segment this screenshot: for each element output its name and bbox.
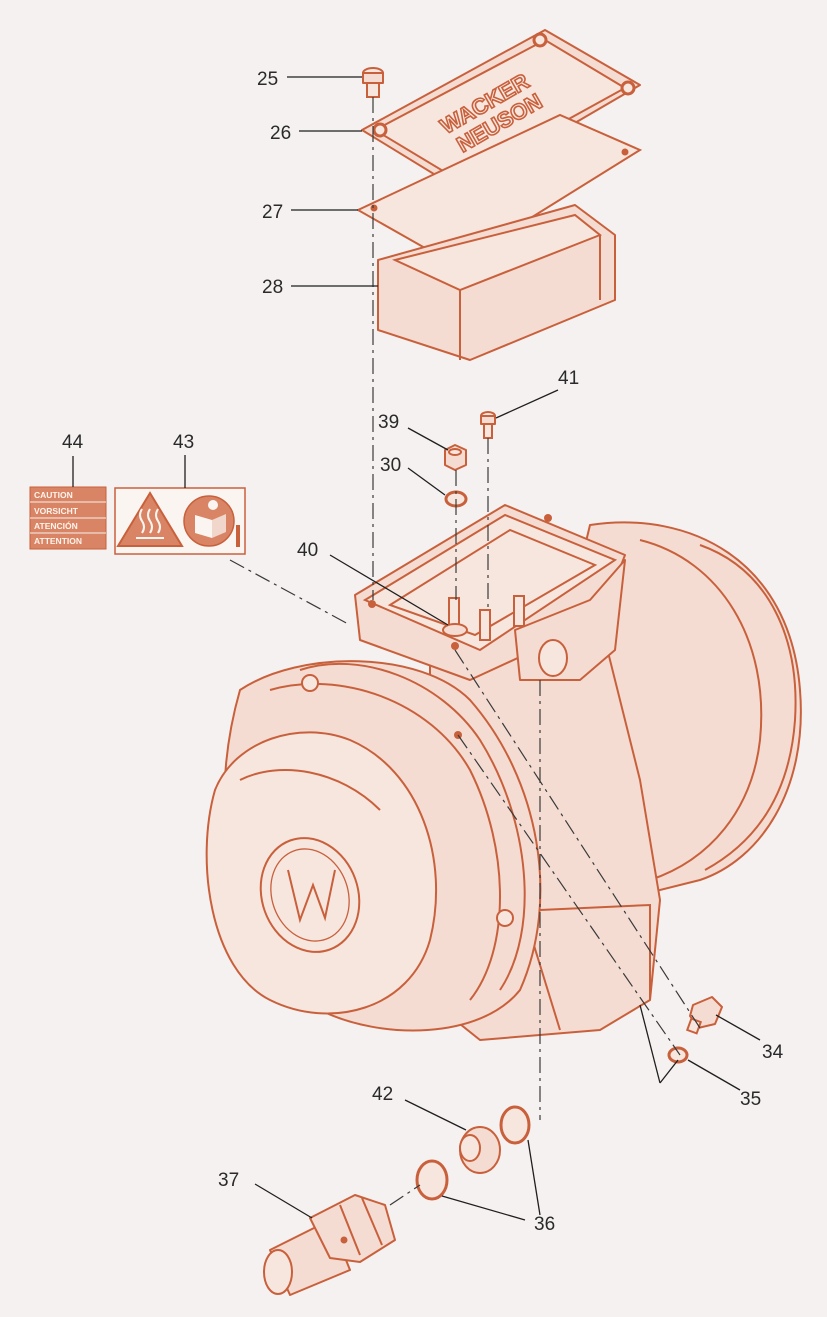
callout-44: 44 xyxy=(62,432,84,453)
callout-34: 34 xyxy=(762,1042,784,1063)
callout-39: 39 xyxy=(378,412,399,433)
svg-text:CAUTION: CAUTION xyxy=(34,490,73,500)
callout-36: 36 xyxy=(534,1214,555,1235)
warning-decal-44: CAUTION VORSICHT ATENCIÓN ATTENTION xyxy=(29,486,107,550)
motor-housing xyxy=(205,504,802,1041)
hot-surface-decal-43 xyxy=(114,487,246,555)
hot-surface-warning-icon xyxy=(116,491,184,547)
hose-fitting-37 xyxy=(263,1194,396,1296)
callout-40: 40 xyxy=(297,540,318,561)
callout-42: 42 xyxy=(372,1084,393,1105)
read-manual-icon xyxy=(183,495,235,547)
callout-37: 37 xyxy=(218,1170,239,1191)
bushing-42 xyxy=(459,1126,501,1174)
alignment-lines xyxy=(229,97,701,1206)
screw-25 xyxy=(362,67,384,98)
callout-43: 43 xyxy=(173,432,194,453)
callout-labels: 25 26 27 28 41 39 30 40 44 43 34 35 42 3… xyxy=(62,69,784,1235)
seal-ring-36a xyxy=(499,1105,531,1145)
terminal-studs xyxy=(442,595,525,641)
callout-35: 35 xyxy=(740,1089,761,1110)
callout-30: 30 xyxy=(380,455,401,476)
callout-26: 26 xyxy=(270,123,291,144)
callout-25: 25 xyxy=(257,69,278,90)
svg-text:ATENCIÓN: ATENCIÓN xyxy=(34,520,78,531)
terminal-box-frame xyxy=(377,204,616,361)
svg-text:ATTENTION: ATTENTION xyxy=(34,536,82,546)
callout-41: 41 xyxy=(558,368,579,389)
screw-41 xyxy=(480,411,496,439)
seal-ring-36b xyxy=(415,1159,449,1201)
svg-text:VORSICHT: VORSICHT xyxy=(34,506,79,516)
washer-35 xyxy=(667,1046,689,1064)
wacker-w-logo-icon xyxy=(259,837,361,953)
leader-lines xyxy=(72,76,761,1221)
callout-27: 27 xyxy=(262,202,283,223)
nut-39 xyxy=(444,444,467,471)
callout-28: 28 xyxy=(262,277,283,298)
plug-34 xyxy=(685,996,723,1035)
